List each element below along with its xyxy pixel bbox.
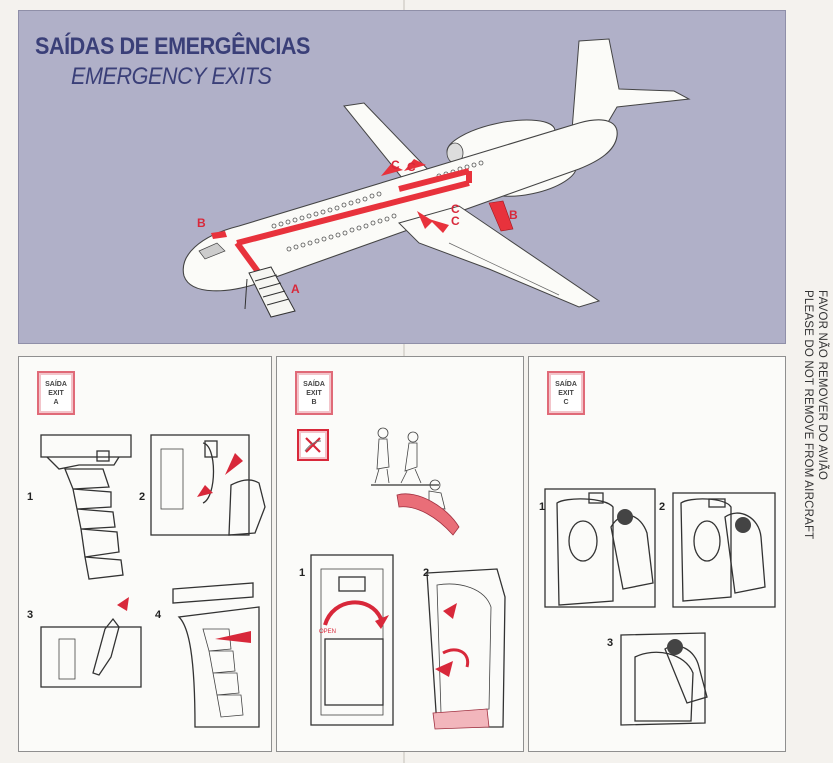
exit-a-illustration: [40, 434, 266, 728]
exit-marker-b-rear: B: [509, 208, 518, 222]
exit-b-illustration: OPEN: [310, 427, 506, 730]
no-slide-icon: [297, 429, 329, 461]
exit-a-tag: SAÍDA EXIT A: [37, 371, 75, 415]
exit-marker-c-2: C: [407, 160, 416, 174]
exit-marker-b-front: B: [197, 216, 206, 230]
exit-c-step-2: 2: [659, 501, 666, 513]
side-note-portuguese: FAVOR NÃO REMOVER DO AVIÃO: [816, 290, 828, 481]
door-open-label: OPEN: [319, 629, 336, 635]
do-not-remove-note: FAVOR NÃO REMOVER DO AVIÃO PLEASE DO NOT…: [790, 290, 830, 550]
exit-b-step-1: 1: [299, 567, 306, 579]
title-portuguese: SAÍDAS DE EMERGÊNCIAS: [35, 33, 310, 60]
exit-a-step-1: 1: [27, 491, 34, 503]
exit-c-tag: SAÍDA EXIT C: [547, 371, 585, 415]
exit-marker-c-3: C: [451, 202, 460, 216]
aircraft-illustration: B A C C C C B: [182, 38, 691, 318]
exit-a-step-2: 2: [139, 491, 146, 503]
exit-b-tag: SAÍDA EXIT B: [295, 371, 333, 415]
exit-marker-c-1: C: [391, 158, 400, 172]
side-note-english: PLEASE DO NOT REMOVE FROM AIRCRAFT: [802, 290, 814, 540]
exit-b-instructions: SAÍDA EXIT B OPEN 1 2: [276, 356, 524, 752]
exit-a-step-3: 3: [27, 609, 34, 621]
emergency-exits-diagram-panel: SAÍDAS DE EMERGÊNCIAS EMERGENCY EXITS: [18, 10, 786, 344]
exit-c-instructions: SAÍDA EXIT C 1 2 3: [528, 356, 786, 752]
title-english: EMERGENCY EXITS: [71, 63, 272, 90]
exit-marker-a: A: [291, 282, 300, 296]
exit-c-step-1: 1: [539, 501, 546, 513]
exit-c-illustration: [544, 488, 776, 726]
exit-a-instructions: SAÍDA EXIT A 1 2 3 4: [18, 356, 272, 752]
exit-b-step-2: 2: [423, 567, 430, 579]
exit-marker-c-4: C: [451, 214, 460, 228]
exit-a-step-4: 4: [155, 609, 162, 621]
exit-c-step-3: 3: [607, 637, 614, 649]
